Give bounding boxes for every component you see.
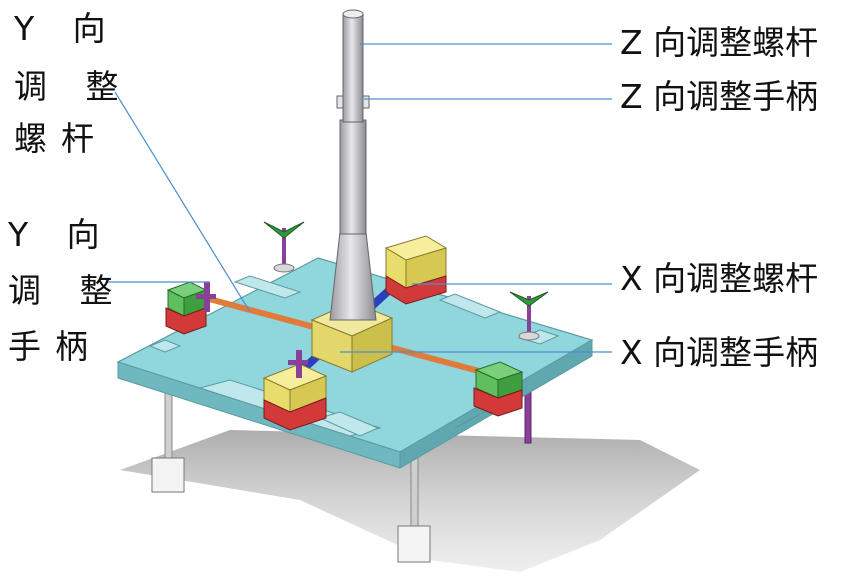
label-y-handle-line-3: 手柄	[8, 327, 102, 366]
y-slider-block-right	[473, 361, 524, 417]
y-adjust-handle	[196, 282, 216, 312]
label-y-handle-line-2: 调 整	[8, 271, 127, 310]
label-y-screw-line-2: 调 整	[14, 67, 133, 106]
label-x-handle: X 向调整手柄	[620, 333, 819, 372]
label-y-screw-line-1: Y 向	[14, 9, 120, 48]
leveling-knob-right	[509, 291, 549, 341]
x-slider-block-front	[262, 363, 328, 431]
label-y-screw-line-3: 螺杆	[14, 119, 108, 158]
y-slider-block-left	[165, 281, 208, 335]
leveling-knob-left	[263, 221, 305, 273]
label-y-handle-line-1: Y 向	[8, 215, 114, 254]
leader-lines	[106, 43, 612, 353]
label-z-screw: Z 向调整螺杆	[620, 23, 819, 62]
ground-shadow	[120, 430, 700, 572]
z-column	[329, 9, 377, 321]
x-slider-block-back	[384, 235, 448, 305]
label-x-screw: X 向调整螺杆	[620, 259, 819, 298]
leader-y-screw	[114, 91, 251, 313]
label-z-handle: Z 向调整手柄	[620, 77, 819, 116]
x-adjust-handle	[288, 350, 308, 378]
